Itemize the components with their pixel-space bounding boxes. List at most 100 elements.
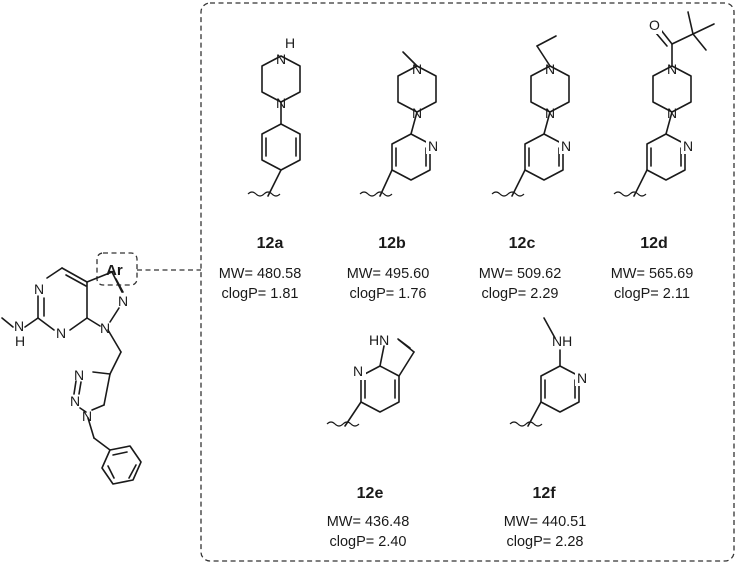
clogp-value: clogP= 2.11 [614, 286, 690, 302]
wavy-attachment [359, 191, 393, 197]
atom-nh: NH [552, 333, 572, 349]
bond [107, 465, 115, 479]
bond [660, 29, 673, 45]
bond [46, 267, 63, 279]
atom-n: N [667, 105, 677, 121]
label-mask [272, 38, 290, 54]
bond [87, 417, 95, 439]
clogp-value: clogP= 2.28 [507, 534, 584, 550]
atom-n: N [276, 95, 286, 111]
bond [665, 111, 673, 135]
clogp-value: clogP= 1.76 [350, 286, 427, 302]
compound-12d: O N N N 12d MW= 565.69 clogP= 2.11 [611, 11, 715, 302]
compound-12b: N N N 12b MW= 495.60 clogP= 1.76 [347, 51, 440, 302]
atom-n: N [428, 138, 438, 154]
bond [543, 111, 551, 135]
atom-n: N [667, 61, 677, 77]
bond [536, 45, 551, 67]
bond [692, 23, 715, 35]
pyridine-ring [524, 133, 564, 181]
bond [1, 317, 14, 328]
atom-n: N [353, 363, 363, 379]
mw-value: MW= 436.48 [327, 514, 410, 530]
bond [671, 33, 694, 45]
label-mask [559, 138, 573, 154]
compound-12e: HN N 12e MW= 436.48 clogP= 2.40 [326, 332, 415, 550]
bond [92, 371, 111, 375]
atom-n: N [82, 408, 92, 424]
mw-value: MW= 480.58 [219, 266, 302, 282]
label-mask [575, 370, 589, 386]
ar-box [96, 252, 138, 286]
compound-label: 12f [532, 485, 556, 502]
bond [511, 169, 526, 197]
bond [379, 345, 385, 367]
atom-n: N [545, 61, 555, 77]
bond [65, 274, 87, 287]
wavy-attachment [326, 421, 360, 427]
clogp-value: clogP= 2.29 [482, 286, 559, 302]
mw-value: MW= 509.62 [479, 266, 562, 282]
bond [107, 329, 122, 353]
atom-n: N [412, 105, 422, 121]
bond [379, 169, 393, 197]
compound-12a: H N N 12a MW= 480.58 clogP= 1.81 [219, 35, 302, 302]
atom-hn: HN [369, 332, 389, 348]
atom-nh: N [276, 51, 286, 67]
atom-nh: H [285, 35, 295, 51]
atom-n: N [545, 105, 555, 121]
benzene-ring [101, 445, 142, 485]
label-mask [648, 18, 662, 34]
label-mask [681, 138, 695, 154]
bond [398, 351, 415, 377]
bond [536, 35, 557, 47]
wavy-attachment [491, 191, 525, 197]
atom-n: N [56, 325, 66, 341]
bond [78, 381, 82, 395]
label-mask [426, 138, 440, 154]
compound-12f: NH N 12f MW= 440.51 clogP= 2.28 [504, 317, 589, 550]
bond [86, 271, 113, 283]
wavy-attachment [247, 191, 281, 197]
mw-value: MW= 565.69 [611, 266, 694, 282]
compound-label: 12e [357, 485, 384, 502]
mw-value: MW= 495.60 [347, 266, 430, 282]
bond [79, 407, 87, 413]
bond [86, 317, 101, 327]
pyridine-ring [360, 365, 400, 413]
atom-n: N [577, 370, 587, 386]
compound-label: 12d [640, 235, 668, 252]
bond [61, 267, 88, 283]
bond [109, 307, 120, 323]
pyridine-ring [646, 133, 686, 181]
clogp-value: clogP= 1.81 [222, 286, 299, 302]
bond [112, 451, 128, 456]
bond [633, 169, 648, 197]
bond [73, 380, 77, 395]
atom-n: N [70, 393, 80, 409]
wavy-attachment [509, 421, 543, 427]
substituent-panel-border [200, 2, 735, 562]
bond [687, 11, 694, 35]
atom-n: N [683, 138, 693, 154]
atom-n: N [561, 138, 571, 154]
label-mask [352, 364, 366, 380]
bond [91, 404, 105, 411]
bond [655, 32, 668, 47]
compound-12c: N N N 12c MW= 509.62 clogP= 2.29 [479, 35, 573, 302]
bond [692, 33, 707, 51]
atom-n: N [412, 61, 422, 77]
bond [543, 317, 556, 339]
atom-h: H [15, 333, 25, 349]
bond [103, 373, 111, 406]
atom-n: N [34, 281, 44, 297]
ar-label: Ar [106, 262, 123, 279]
atom-o: O [649, 17, 660, 33]
pyridine-ring [391, 133, 431, 181]
compound-label: 12c [509, 235, 536, 252]
wavy-attachment [613, 191, 647, 197]
compound-label: 12b [378, 235, 406, 252]
clogp-value: clogP= 2.40 [330, 534, 407, 550]
atom-n: N [14, 318, 24, 334]
